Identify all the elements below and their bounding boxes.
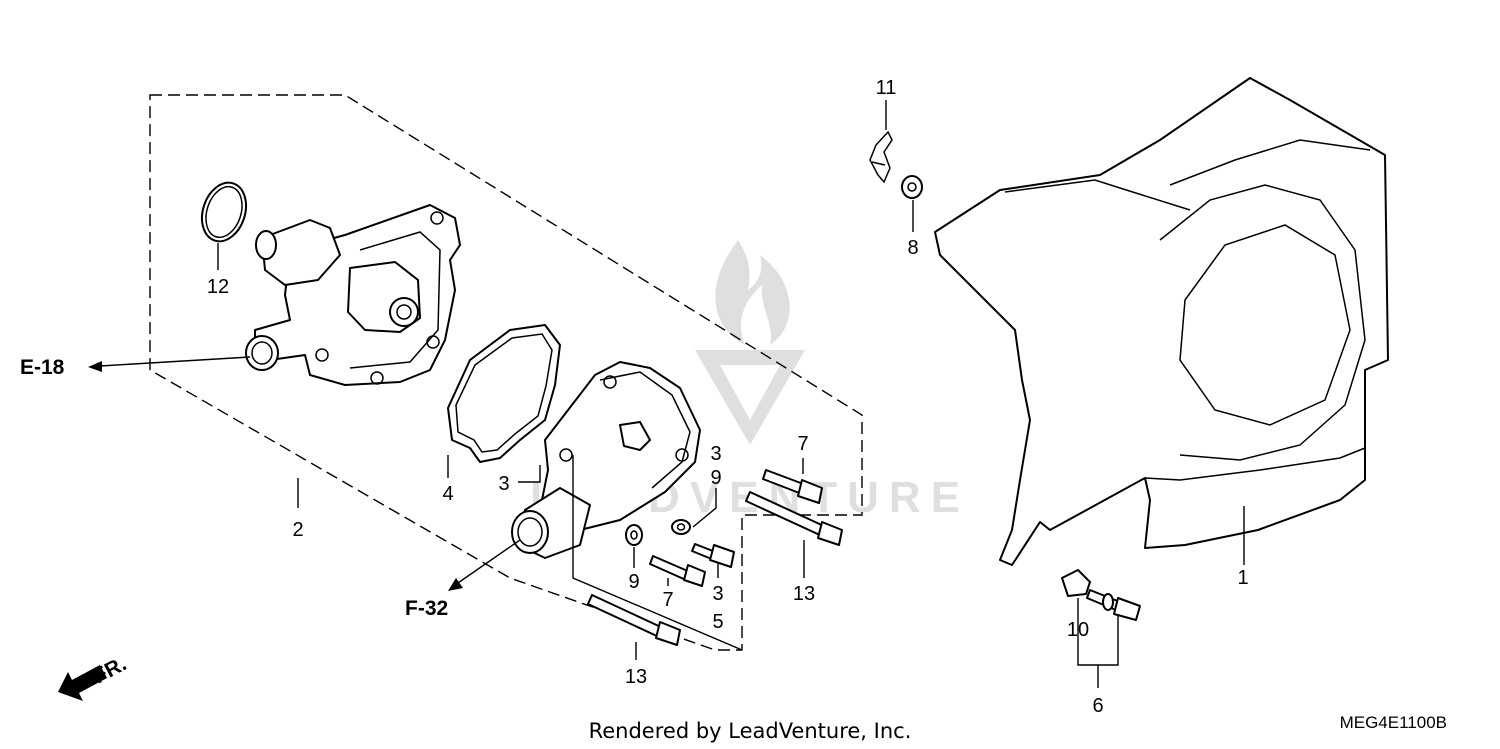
callout-7-upper: 7: [797, 433, 808, 455]
callout-8: 8: [907, 237, 918, 259]
callout-11: 11: [876, 77, 897, 99]
bolt-7-upper: [762, 469, 823, 504]
leader-lines: [217, 100, 1245, 688]
bolt-7-short: [649, 555, 706, 587]
callout-12: 12: [207, 276, 229, 298]
ref-e18-label: E-18: [20, 356, 65, 379]
washer-9-right: [671, 519, 691, 535]
callout-7-lower: 7: [662, 589, 673, 611]
washer-8: [901, 175, 923, 199]
collar-10: [1061, 569, 1091, 597]
callout-5: 5: [712, 611, 723, 633]
callout-4: 4: [442, 483, 453, 505]
callout-10: 10: [1067, 619, 1089, 641]
callout-3-bolt: 3: [712, 583, 723, 605]
bolt-6: [1086, 589, 1141, 621]
bolt-13-upper: [745, 491, 843, 546]
callout-2: 2: [292, 519, 303, 541]
callout-3-top: 3: [710, 443, 721, 465]
o-ring-small: [200, 181, 248, 243]
washer-9-left: [625, 524, 643, 546]
water-pump-cover: [511, 361, 701, 559]
watermark-v-icon: [695, 350, 805, 445]
pump-assembly-boundary: [149, 94, 863, 651]
ref-f32-label: F-32: [405, 597, 448, 620]
callout-3-cover: 3: [498, 473, 509, 495]
callout-9-left: 9: [628, 571, 639, 593]
diagram-code: MEG4E1100B: [1340, 713, 1447, 732]
callout-9-right: 9: [710, 467, 721, 489]
callout-6: 6: [1092, 695, 1103, 717]
ref-e18-arrow: [88, 356, 251, 372]
bolt-3-short: [691, 543, 735, 568]
callout-13-upper: 13: [793, 583, 815, 605]
callout-1: 1: [1237, 567, 1248, 589]
watermark-flame-icon: [715, 240, 790, 345]
pump-cover-gasket: [447, 324, 561, 463]
footer-credit: Rendered by LeadVenture, Inc.: [589, 719, 912, 743]
water-pump: [245, 204, 461, 386]
ref-f32-arrow: [448, 539, 521, 591]
front-direction-arrow-icon: [58, 665, 107, 701]
clip: [869, 130, 893, 184]
callout-13-lower: 13: [625, 666, 647, 688]
side-cover: [934, 77, 1389, 566]
bolt-13-lower: [587, 594, 681, 646]
